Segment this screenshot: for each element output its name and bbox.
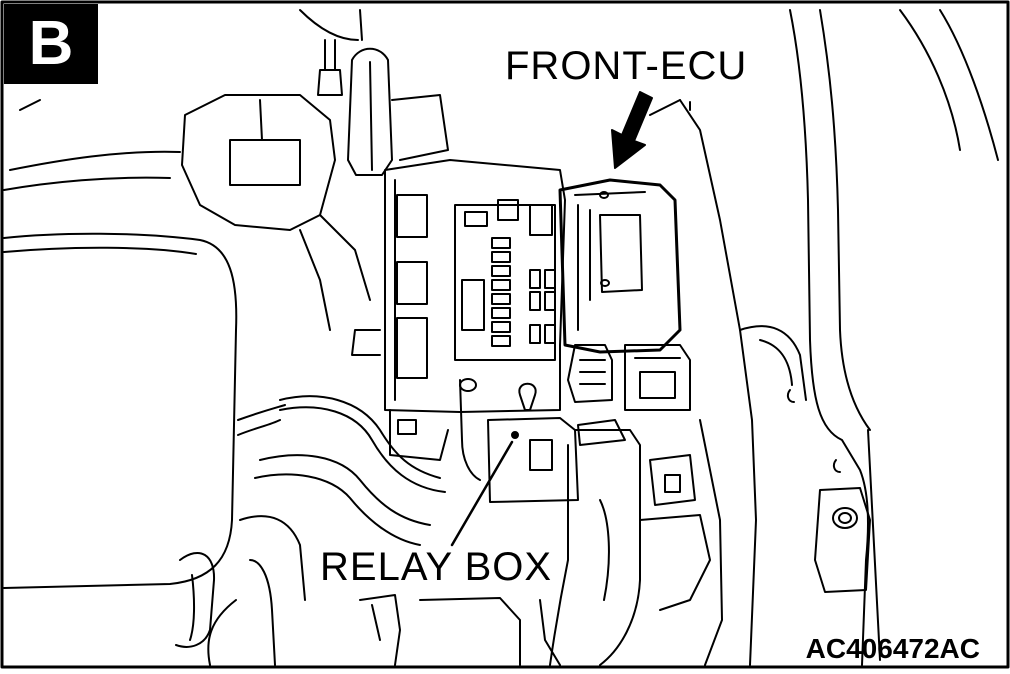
- wiring-harness: [176, 396, 445, 665]
- right-body-panels: [650, 10, 998, 665]
- front-ecu-arrow: [612, 92, 652, 168]
- ecu-connectors: [568, 345, 690, 410]
- relay-box-label: RELAY BOX: [320, 545, 553, 589]
- lower-center-parts: [360, 420, 722, 665]
- upper-left-component: [182, 95, 370, 330]
- left-housing: [4, 100, 236, 588]
- main-hose: [550, 420, 640, 665]
- relay-box-body: [352, 160, 565, 460]
- relay-box-lower: [460, 379, 578, 502]
- panel-letter-badge: B: [4, 4, 98, 84]
- front-ecu-label: FRONT-ECU: [505, 44, 748, 88]
- vertical-pipes: [300, 10, 448, 175]
- figure-code: AC406472AC: [805, 633, 980, 664]
- relay-box-leader: [452, 442, 512, 545]
- front-ecu-box: [560, 180, 680, 352]
